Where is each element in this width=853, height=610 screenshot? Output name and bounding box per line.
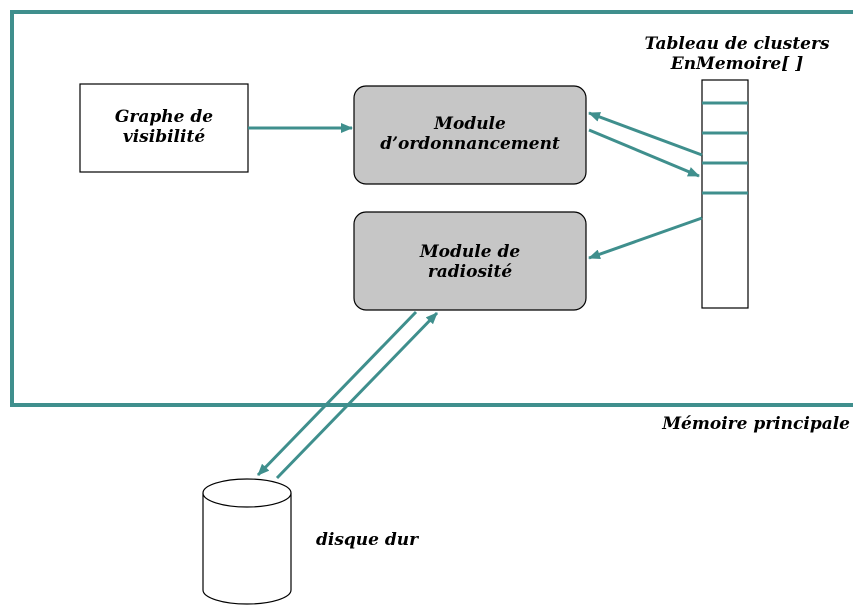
main-memory-label: Mémoire principale xyxy=(662,414,850,434)
cluster-table-title-line2: EnMemoire[ ] xyxy=(670,54,804,74)
arrow-scheduler-to-table xyxy=(588,128,700,178)
scheduler-module-label-line1: Module xyxy=(434,114,506,134)
scheduler-module-label-line2: d’ordonnancement xyxy=(380,134,560,154)
visibility-graph-label: Graphe de visibilité xyxy=(80,107,248,147)
visibility-graph-box xyxy=(79,83,249,173)
cluster-table xyxy=(701,79,749,309)
arrow-table-to-scheduler xyxy=(588,111,703,157)
scheduler-module-label: Module d’ordonnancement xyxy=(354,114,586,154)
arrow-radiosity-to-disk xyxy=(256,310,418,477)
disk-top xyxy=(202,478,292,508)
cluster-table-title: Tableau de clusters EnMemoire[ ] xyxy=(632,34,842,74)
visibility-graph-label-line2: visibilité xyxy=(122,127,206,147)
cluster-table-title-line1: Tableau de clusters xyxy=(644,34,830,54)
hard-disk-label: disque dur xyxy=(316,530,419,550)
scheduler-module-box xyxy=(353,85,587,185)
arrow-table-to-radiosity xyxy=(588,216,703,260)
arrow-disk-to-radiosity xyxy=(275,311,439,480)
visibility-graph-label-line1: Graphe de xyxy=(114,107,214,127)
radiosity-module-label-line2: radiosité xyxy=(427,262,513,282)
radiosity-module-label: Module de radiosité xyxy=(354,242,586,282)
hard-disk-cylinder xyxy=(202,478,292,605)
main-memory-boundary xyxy=(10,10,853,407)
disk-body xyxy=(202,493,292,605)
radiosity-module-label-line1: Module de xyxy=(419,242,521,262)
radiosity-module-box xyxy=(353,211,587,311)
